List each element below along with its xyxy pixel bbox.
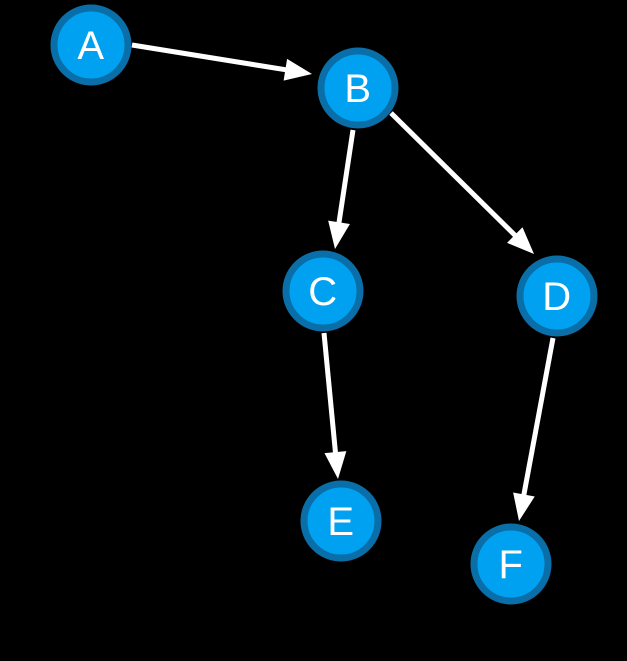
node-circle[interactable]: [50, 4, 132, 86]
graph-edge-a-b[interactable]: [131, 42, 312, 81]
edge-line: [520, 337, 556, 499]
node-circle[interactable]: [282, 250, 364, 332]
node-label: F: [499, 543, 524, 587]
node-circle[interactable]: [317, 47, 399, 129]
graph-edge-b-c[interactable]: [328, 129, 356, 249]
node-label: D: [542, 275, 571, 319]
node-circle[interactable]: [516, 255, 598, 337]
node-label: A: [77, 24, 104, 68]
node-circle[interactable]: [300, 480, 382, 562]
node-circle[interactable]: [470, 523, 552, 605]
graph-node-d[interactable]: D: [516, 255, 598, 337]
arrow-head-icon: [513, 492, 535, 521]
graph-node-e[interactable]: E: [300, 480, 382, 562]
node-label: B: [344, 67, 371, 111]
arrow-head-icon: [283, 58, 312, 81]
edge-line: [321, 332, 339, 457]
graph-node-c[interactable]: C: [282, 250, 364, 332]
arrow-head-icon: [507, 227, 534, 254]
edge-line: [335, 129, 356, 227]
graph-node-b[interactable]: B: [317, 47, 399, 129]
node-label: E: [327, 500, 354, 544]
graph-edge-c-e[interactable]: [321, 332, 347, 479]
edges-layer: [131, 42, 556, 521]
edge-line: [389, 111, 520, 240]
graph-edge-d-f[interactable]: [513, 337, 556, 521]
graph-node-f[interactable]: F: [470, 523, 552, 605]
arrow-head-icon: [328, 220, 350, 249]
edge-line: [131, 42, 290, 73]
arrow-head-icon: [324, 451, 347, 479]
node-label: C: [308, 270, 337, 314]
graph-edge-b-d[interactable]: [389, 111, 534, 254]
graph-node-a[interactable]: A: [50, 4, 132, 86]
nodes-layer: A B C D E F: [50, 4, 598, 605]
